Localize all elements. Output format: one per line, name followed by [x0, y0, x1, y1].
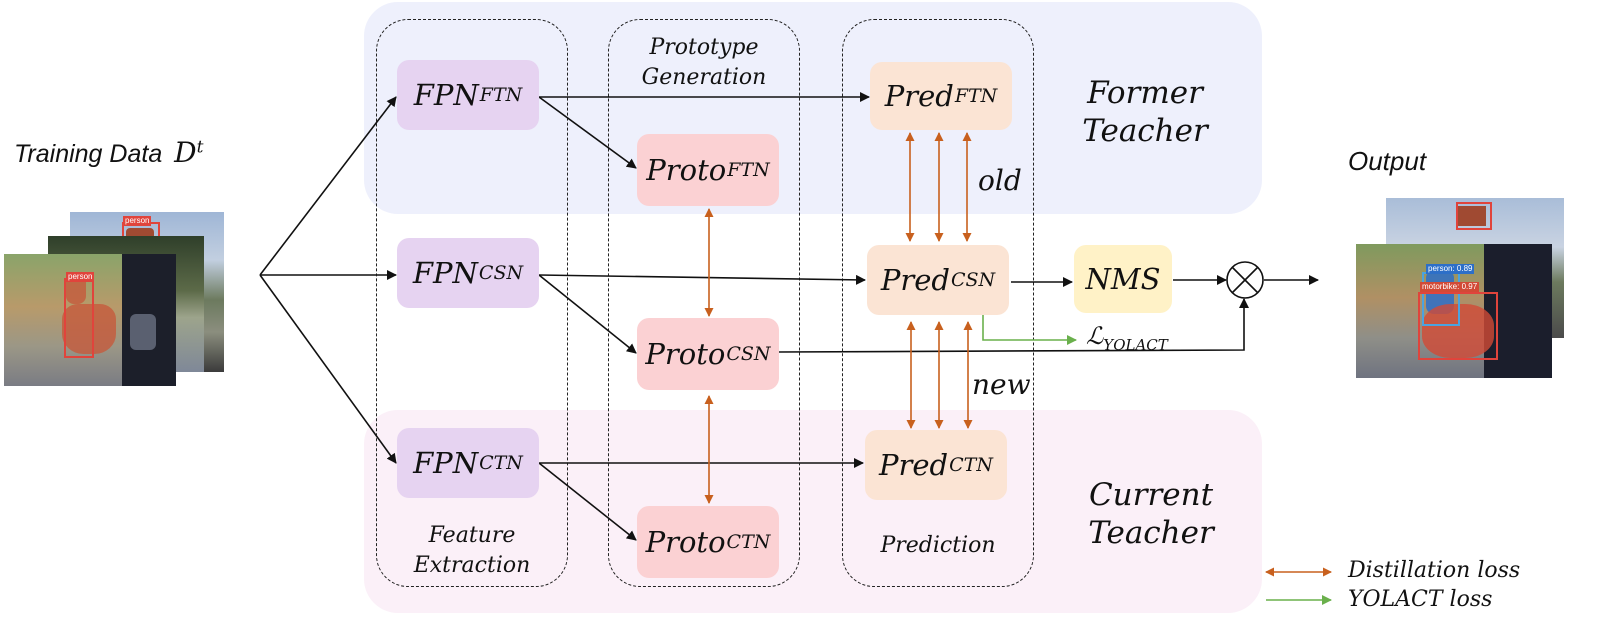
- output-motorbike-tag: motorbike: 0.97: [1420, 282, 1480, 292]
- feature-extraction-group: [376, 19, 568, 587]
- input-detection-tag: person: [66, 272, 95, 282]
- proto-csn-to-multiply-arrow: [777, 298, 1249, 353]
- output-image-front: person: 0.89 motorbike: 0.97: [1356, 244, 1552, 378]
- input-image-front: person: [4, 254, 176, 386]
- input-to-fpn-ftn-arrow: [259, 96, 397, 276]
- prediction-label: Prediction: [880, 533, 996, 558]
- input-to-fpn-ctn-arrow: [259, 274, 397, 464]
- new-label: new: [972, 368, 1031, 401]
- prototype-generation-group: [608, 19, 800, 587]
- output-person-tag: person: 0.89: [1426, 264, 1475, 274]
- training-data-title: Training Data Dt: [14, 136, 204, 169]
- legend-yolact-label: YOLACT loss: [1348, 587, 1493, 612]
- yolact-loss-label: ℒYOLACT: [1086, 322, 1168, 354]
- prediction-group: [842, 19, 1034, 587]
- fpn-csn-to-pred-csn-arrow: [538, 274, 866, 285]
- pred-csn-to-yolact-loss-arrow: [982, 315, 1077, 345]
- old-label: old: [978, 164, 1022, 197]
- fpn-ctn-to-proto-ctn-arrow: [538, 462, 637, 541]
- fpn-ftn-to-proto-ftn-arrow: [538, 96, 637, 169]
- legend-distillation-label: Distillation loss: [1348, 558, 1521, 583]
- output-title: Output: [1348, 146, 1427, 176]
- fpn-csn-to-proto-csn-arrow: [538, 274, 637, 354]
- input-back-detection-tag: person: [123, 216, 152, 226]
- nms-node: NMS: [1074, 245, 1172, 313]
- multiply-operator: [1226, 261, 1264, 299]
